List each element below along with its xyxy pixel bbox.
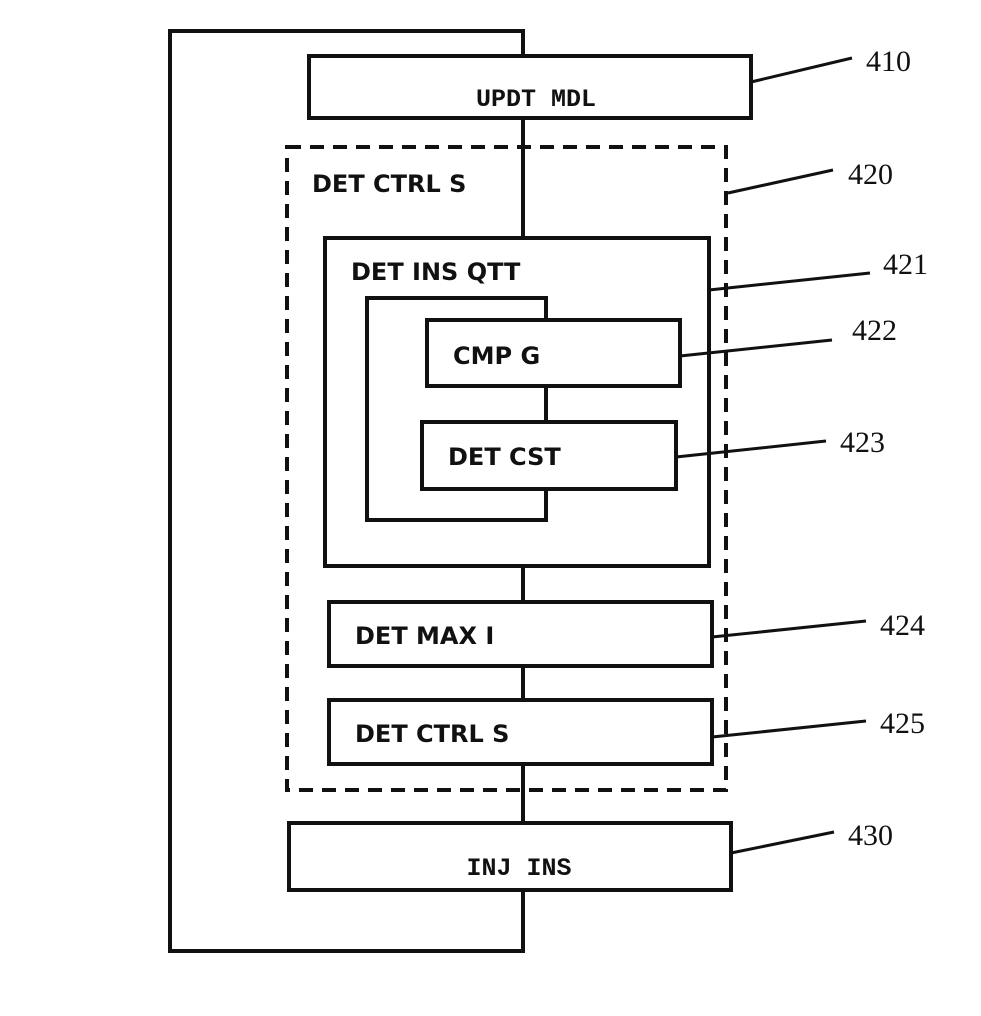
det-max-i-label: DET MAX I: [355, 622, 494, 650]
det-cst-label: DET CST: [448, 443, 561, 471]
ref-410: 410: [866, 45, 911, 78]
leader-421: [709, 273, 870, 290]
ref-422: 422: [852, 314, 897, 347]
ref-424: 424: [880, 609, 925, 642]
leader-430: [731, 832, 834, 853]
leader-410: [751, 58, 852, 82]
det-ctrl-s-group-label: DET CTRL S: [312, 170, 466, 198]
ref-430: 430: [848, 819, 893, 852]
ref-420: 420: [848, 158, 893, 191]
det-ins-qtt-box: [325, 238, 709, 566]
ref-425: 425: [880, 707, 925, 740]
cmp-g-label: CMP G: [453, 342, 540, 370]
ref-423: 423: [840, 426, 885, 459]
leader-420: [728, 170, 833, 193]
leader-424: [712, 621, 866, 637]
ref-421: 421: [883, 248, 928, 281]
det-ctrl-s-label: DET CTRL S: [355, 720, 509, 748]
inj-ins-label: INJ INS: [466, 854, 571, 883]
det-ins-qtt-label: DET INS QTT: [351, 258, 521, 286]
updt-mdl-label: UPDT MDL: [476, 85, 596, 114]
leader-425: [712, 721, 866, 737]
